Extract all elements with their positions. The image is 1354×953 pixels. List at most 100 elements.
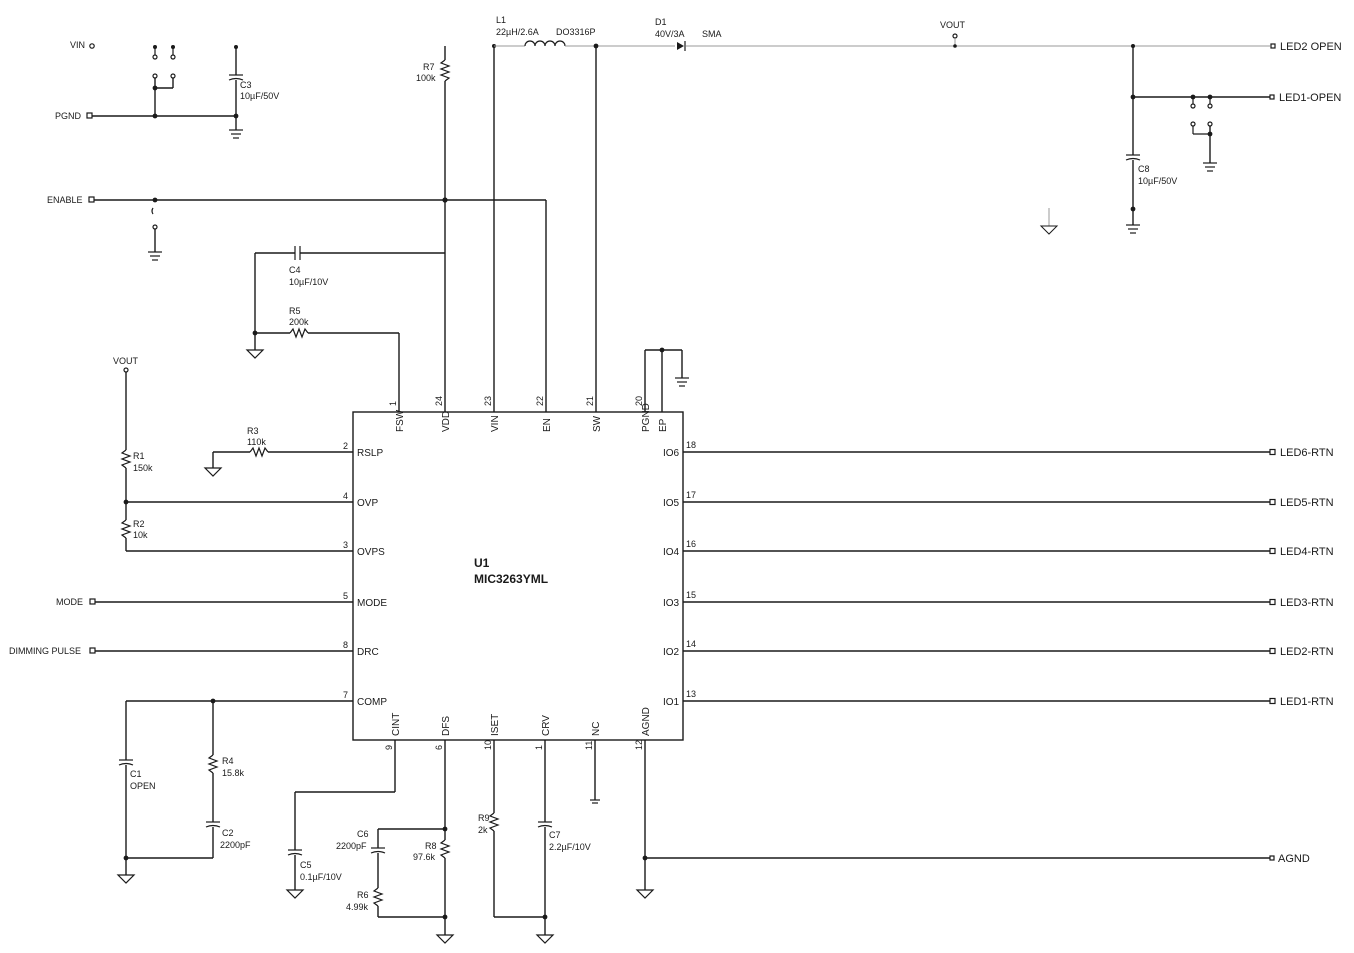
pin-vin-name: VIN [490, 415, 501, 432]
chip-u1: U1 MIC3263YML [352, 411, 684, 741]
ground-icon [245, 349, 265, 359]
net-dimming-label: DIMMING PULSE [9, 646, 81, 656]
pin-nc-number: 11 [584, 741, 594, 750]
c3-value: 10µF/50V [240, 91, 279, 101]
pin-io3-number: 15 [686, 590, 696, 600]
pin-crv-number: 1 [534, 745, 544, 750]
pin-vin-number: 23 [483, 396, 493, 406]
r1-symbol [120, 449, 132, 469]
agnd-terminal[interactable] [1269, 855, 1275, 861]
c5-ref: C5 [300, 860, 312, 870]
chip-body [352, 411, 684, 741]
r6-value: 4.99k [346, 902, 369, 912]
ground-icon [535, 934, 555, 944]
c5-value: 0.1µF/10V [300, 872, 342, 882]
pin-io3-name: IO3 [663, 598, 680, 609]
net-vout-left-label: VOUT [113, 356, 139, 366]
led-return-terminal[interactable] [1269, 598, 1276, 606]
pin-pgnd-number: 20 [634, 396, 644, 406]
pin-io4-name: IO4 [663, 547, 680, 558]
pin-agnd-name: AGND [641, 707, 652, 736]
pin-drc-name: DRC [357, 647, 379, 658]
d1-ref: D1 [655, 17, 667, 27]
net-enable-label: ENABLE [47, 195, 83, 205]
led2-open-terminal[interactable] [1270, 43, 1276, 49]
pin-fsw-number: 1 [388, 401, 398, 406]
inductor-l1 [524, 40, 566, 47]
led1-open-terminal[interactable] [1269, 94, 1275, 100]
net-mode-label: MODE [56, 597, 83, 607]
r1-value: 150k [133, 463, 153, 473]
r5-value: 200k [289, 317, 309, 327]
pin-dfs-name: DFS [441, 716, 452, 736]
led-return-terminal[interactable] [1269, 448, 1276, 456]
r9-symbol [488, 812, 500, 832]
ground-icon [229, 129, 243, 139]
vin-terminal[interactable] [89, 43, 95, 49]
ground-icon [148, 251, 162, 261]
pin-mode-number: 5 [343, 591, 348, 601]
chip-ref: U1 [474, 556, 490, 570]
c1-ref: C1 [130, 769, 142, 779]
ground-icon [635, 889, 655, 899]
c8-ref: C8 [1138, 164, 1150, 174]
pin-iset-name: ISET [490, 714, 501, 736]
r3-value: 110k [247, 437, 266, 447]
diode-d1 [677, 41, 686, 51]
r7-value: 100k [416, 73, 436, 83]
pin-vdd-name: VDD [441, 411, 452, 432]
r2-ref: R2 [133, 519, 145, 529]
pin-comp-number: 7 [343, 690, 348, 700]
pgnd-ep-ground [644, 347, 689, 412]
dimming-terminal[interactable] [89, 647, 96, 654]
r8-ref: R8 [425, 841, 437, 851]
led-return-lines: LED6-RTNLED5-RTNLED4-RTNLED3-RTNLED2-RTN… [683, 447, 1334, 708]
left-network: R3 110k VOUT R1 150k R2 10k MODE DIMMING… [9, 356, 353, 884]
pin-io1-number: 13 [686, 689, 696, 699]
c2-value: 2200pF [220, 840, 251, 850]
pin-ovps-name: OVPS [357, 547, 385, 558]
led-return-terminal[interactable] [1269, 697, 1276, 705]
led-return-label: LED2-RTN [1280, 646, 1334, 658]
d1-package: SMA [702, 29, 722, 39]
r4-ref: R4 [222, 756, 234, 766]
pin-io1-name: IO1 [663, 697, 680, 708]
ground-icon [116, 874, 136, 884]
ground-icon [1126, 224, 1140, 234]
pin-rslp-name: RSLP [357, 448, 383, 459]
r6-ref: R6 [357, 890, 369, 900]
pin-cint-name: CINT [391, 713, 402, 736]
mode-terminal[interactable] [89, 598, 96, 605]
r7-ref: R7 [423, 62, 435, 72]
c6-ref: C6 [357, 829, 369, 839]
r2-value: 10k [133, 530, 148, 540]
pin-nc-name: NC [591, 722, 602, 736]
c1-value: OPEN [130, 781, 156, 791]
led-return-label: LED6-RTN [1280, 447, 1334, 459]
net-vin-label: VIN [70, 40, 85, 50]
c3-ref: C3 [240, 80, 252, 90]
ground-icon [285, 889, 305, 899]
r2-symbol [120, 519, 132, 539]
r9-ref: R9 [478, 813, 490, 823]
enable-terminal[interactable] [88, 196, 95, 203]
ground-icon [1203, 162, 1217, 172]
net-vout-top-label: VOUT [940, 20, 966, 30]
led-return-terminal[interactable] [1269, 647, 1276, 655]
r9-value: 2k [478, 825, 488, 835]
pin-comp-name: COMP [357, 697, 387, 708]
pin-io6-name: IO6 [663, 448, 680, 459]
c8-value: 10µF/50V [1138, 176, 1177, 186]
led-return-label: LED3-RTN [1280, 597, 1334, 609]
led-return-label: LED4-RTN [1280, 546, 1334, 558]
pin-io5-number: 17 [686, 490, 696, 500]
pin-ep-name: EP [658, 418, 669, 432]
pin-io5-name: IO5 [663, 498, 680, 509]
r5-symbol [289, 327, 309, 339]
pin-fsw-name: FSW [395, 409, 406, 432]
led-return-terminal[interactable] [1269, 498, 1276, 506]
ground-icon [435, 934, 455, 944]
led-return-terminal[interactable] [1269, 547, 1276, 555]
pgnd-terminal[interactable] [86, 112, 93, 119]
chip-part: MIC3263YML [474, 572, 548, 586]
